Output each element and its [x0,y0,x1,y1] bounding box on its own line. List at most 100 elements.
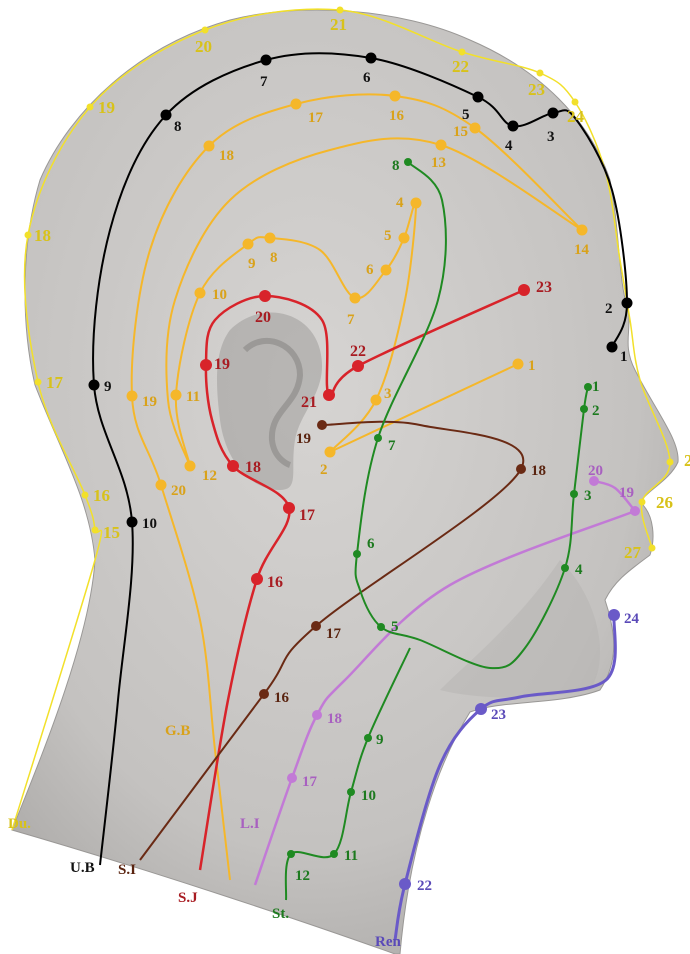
gb-point-label: 4 [396,195,404,211]
du-point-15 [91,526,99,534]
sj-meridian-label: S.J [178,890,198,906]
head-silhouette [11,9,679,954]
ub-point-label: 2 [605,301,613,317]
du-point-label: 24 [567,107,585,126]
sj-point-16 [251,573,263,585]
sj-point-label: 20 [255,309,271,326]
ren-point-24 [608,609,620,621]
gb-point-14 [576,224,588,236]
ren-meridian-label: Ren [375,934,401,950]
si-point-label: 16 [274,690,290,706]
ub-point-label: 1 [620,349,628,365]
du-point-16 [81,491,89,499]
ub-point-5 [472,91,484,103]
du-point-label: 20 [195,37,212,56]
si-point-label: 19 [296,431,311,447]
ub-point-8 [160,109,172,121]
gb-point-19 [126,390,138,402]
st-meridian-label: St. [272,906,289,922]
gb-point-label: 6 [366,262,374,278]
st-point-label: 2 [592,403,600,419]
du-point-label: 17 [46,373,64,392]
ub-point-label: 10 [142,516,157,532]
ub-point-label: 7 [260,74,268,90]
sj-point-17 [283,502,295,514]
gb-point-9 [242,238,254,250]
st-point-12 [287,850,295,858]
sj-point-21 [323,389,335,401]
du-point-27 [648,544,656,552]
du-point-label: 25 [684,451,690,470]
gb-meridian-line [165,137,583,467]
li-meridian-label: L.I [240,816,260,832]
st-point-9 [364,734,372,742]
du-point-label: 16 [93,486,110,505]
sj-point-label: 16 [267,574,283,591]
st-point-label: 11 [344,848,358,864]
du-point-label: 26 [656,493,673,512]
sj-point-23 [518,284,530,296]
gb-point-2 [324,446,336,458]
li-point-20 [589,476,599,486]
st-point-11 [330,850,338,858]
gb-point-18 [203,140,215,152]
gb-point-6 [380,264,392,276]
ren-point-23 [475,703,487,715]
ub-point-4 [507,120,519,132]
du-point-23 [536,69,544,77]
li-point-18 [312,710,322,720]
gb-point-label: 16 [389,108,405,124]
face-shadow [440,560,600,698]
gb-point-13 [435,139,447,151]
gb-point-label: 17 [308,110,324,126]
gb-point-label: 8 [270,250,278,266]
st-point-label: 8 [392,158,400,174]
gb-point-label: 2 [320,462,328,478]
si-point-18 [516,464,526,474]
sj-point-22 [352,360,364,372]
gb-point-10 [194,287,206,299]
gb-point-12 [184,460,196,472]
si-point-19 [317,420,327,430]
st-point-6 [353,550,361,558]
du-point-17 [34,378,42,386]
li-point-label: 17 [302,774,318,790]
st-point-label: 3 [584,488,592,504]
du-point-label: 18 [34,226,51,245]
gb-meridian-line [329,363,519,453]
si-meridian-label: S.I [118,862,136,878]
si-point-label: 17 [326,626,342,642]
sj-point-19 [200,359,212,371]
gb-meridian-label: G.B [165,723,190,739]
st-point-2 [580,405,588,413]
li-point-label: 18 [327,711,342,727]
gb-point-label: 7 [347,312,355,328]
sj-point-20 [259,290,271,302]
sj-point-label: 17 [299,507,315,524]
st-meridian-line [354,161,589,670]
st-point-8 [404,158,412,166]
ub-point-10 [126,516,138,528]
du-point-label: 15 [103,523,120,542]
gb-point-label: 15 [453,124,468,140]
ren-point-22 [399,878,411,890]
st-point-label: 6 [367,536,375,552]
li-point-label: 20 [588,463,603,479]
ear-inner [242,337,304,468]
gb-point-7 [349,292,361,304]
du-point-20 [201,26,209,34]
sj-point-18 [227,460,239,472]
gb-point-5 [398,232,410,244]
gb-point-8 [264,232,276,244]
st-point-label: 1 [592,379,600,395]
du-point-21 [336,6,344,14]
gb-point-label: 10 [212,287,227,303]
st-point-label: 4 [575,562,583,578]
st-point-5 [377,623,385,631]
ub-point-label: 3 [547,129,555,145]
gb-point-label: 18 [219,148,234,164]
gb-point-label: 19 [142,394,157,410]
ub-point-2 [621,297,633,309]
du-point-label: 23 [528,80,545,99]
ub-point-label: 5 [462,107,470,123]
